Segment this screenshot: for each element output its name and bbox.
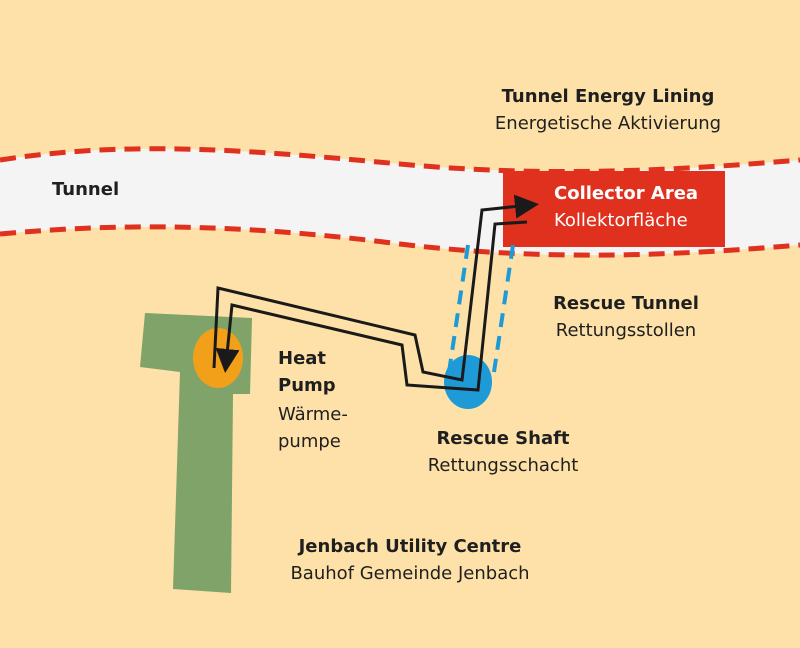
tunnel-label: Tunnel [52,176,119,203]
heat-pump-subtitle-1: Wärme- [278,404,348,425]
rescue-shaft-label: Rescue Shaft Rettungsschacht [428,425,579,479]
rescue-shaft-marker [444,355,492,409]
tunnel-lining-subtitle: Energetische Aktivierung [494,113,722,134]
rescue-shaft-subtitle: Rettungsschacht [427,455,579,476]
collector-subtitle: Kollektorfläche [554,210,688,231]
pipe-inner [215,220,528,392]
rescue-tunnel-subtitle: Rettungsstollen [555,320,697,341]
utility-subtitle: Bauhof Gemeinde Jenbach [290,563,530,584]
rescue-tunnel-title: Rescue Tunnel [553,293,699,314]
collector-area [503,171,725,247]
tunnel-lining-title: Tunnel Energy Lining [501,86,715,107]
utility-title: Jenbach Utility Centre [298,536,522,557]
tunnel-lining-label: Tunnel Energy Lining Energetische Aktivi… [495,83,721,137]
heat-pump-marker [193,328,243,388]
rescue-tunnel-edge-right [492,244,515,373]
collector-label: Collector Area Kollektorfläche [554,180,698,234]
tunnel-border-top [0,146,800,175]
rescue-shaft-title: Rescue Shaft [436,428,570,449]
heat-pump-label: Heat Pump Wärme- pumpe [278,345,348,455]
rescue-tunnel-label: Rescue Tunnel Rettungsstollen [553,290,699,344]
tunnel-title: Tunnel [52,179,120,200]
tunnel-border-bottom [0,224,800,258]
heat-pump-subtitle-2: pumpe [278,431,341,452]
collector-title: Collector Area [554,183,699,204]
heat-pump-title-1: Heat [278,348,327,369]
pipe-outer [212,194,539,382]
utility-label: Jenbach Utility Centre Bauhof Gemeinde J… [290,533,529,587]
heat-pump-title-2: Pump [278,375,336,396]
